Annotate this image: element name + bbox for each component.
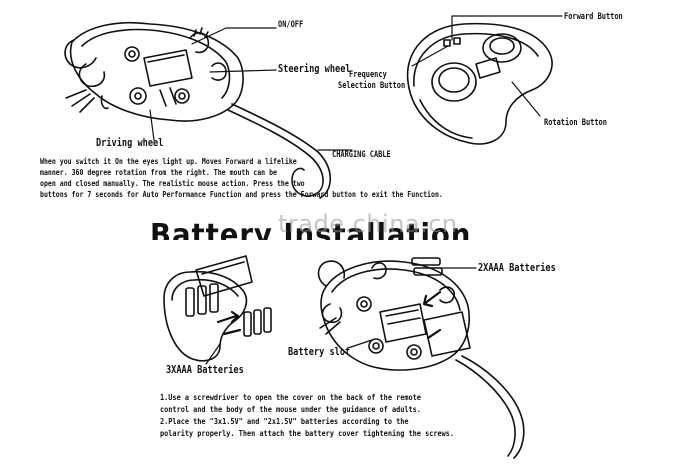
description-line: When you switch it On the eyes light up.…	[40, 157, 297, 166]
label-steering-wheel: Steering wheel	[278, 63, 351, 75]
label-frequency: Frequency	[349, 70, 387, 80]
label-charging-cable: CHARGING CABLE	[332, 150, 391, 160]
label-selection-button: Selection Button	[338, 81, 406, 91]
label-forward-button: Forward Button	[564, 12, 623, 22]
label-3xaaa-batteries: 3XAAA Batteries	[166, 364, 244, 376]
instruction-line: control and the body of the mouse under …	[160, 405, 421, 414]
label-driving-wheel: Driving wheel	[96, 137, 164, 149]
instruction-line: polarity properly. Then attach the batte…	[160, 429, 455, 438]
feature-description: When you switch it On the eyes light up.…	[40, 156, 466, 200]
installation-instructions: 1.Use a screwdriver to open the cover on…	[160, 392, 564, 440]
description-line: manner. 360 degree rotation from the rig…	[40, 168, 277, 177]
label-battery-slot: Battery slot	[288, 346, 351, 358]
mouse-underside-illustration	[64, 21, 353, 199]
label-2xaaa-batteries: 2XAAA Batteries	[478, 262, 556, 274]
description-line: open and closed manually. The realistic …	[40, 179, 305, 188]
instruction-line: 1.Use a screwdriver to open the cover on…	[160, 393, 421, 402]
instruction-line: 2.Place the "3x1.5V" and "2x1.5V" batter…	[160, 417, 409, 426]
watermark-text: trade.china.cn	[278, 210, 458, 238]
remote-control-illustration	[406, 15, 563, 145]
label-rotation-button: Rotation Button	[544, 118, 607, 128]
description-line: buttons for 7 seconds for Auto Performan…	[40, 190, 443, 199]
battery-installation-heading: Battery Installation	[150, 218, 472, 240]
label-on-off: ON/OFF	[278, 20, 304, 30]
mouse-battery-slot-illustration	[317, 257, 525, 459]
remote-battery-illustration	[163, 255, 272, 365]
